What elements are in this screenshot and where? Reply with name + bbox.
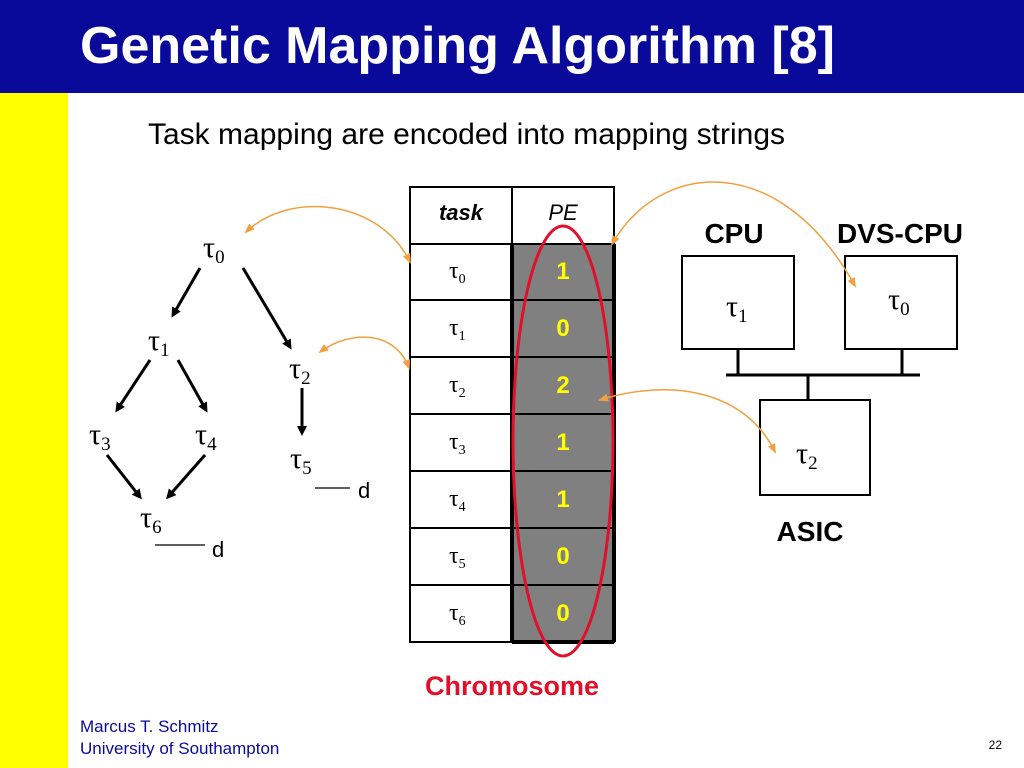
node-t6: τ6 [140, 501, 162, 538]
title-bar [0, 0, 1024, 93]
edge-t3-t6 [105, 454, 142, 500]
footer: Marcus T. Schmitz University of Southamp… [80, 716, 279, 760]
footer-affiliation: University of Southampton [80, 739, 280, 758]
dvs-cpu-label: DVS-CPU [837, 218, 963, 249]
cpu-label: CPU [704, 218, 763, 249]
pe-cell: 0 [556, 543, 569, 570]
pe-cell: 0 [556, 600, 569, 627]
pe-cell: 1 [556, 486, 569, 513]
pe-cell: 1 [556, 258, 569, 285]
asic-label: ASIC [777, 516, 844, 547]
node-t5: τ5 [290, 442, 312, 479]
pe-cell: 2 [556, 372, 569, 399]
task-cell: τ6 [449, 600, 466, 629]
dvs-cpu-box [844, 255, 958, 350]
task-cell: τ3 [449, 429, 466, 458]
node-t3: τ3 [89, 418, 111, 455]
task-graph-nodes: τ0 τ1 τ2 τ3 τ4 τ5 τ6 [89, 231, 312, 538]
task-graph-edges [105, 267, 307, 500]
edge-t0-t2 [241, 267, 292, 350]
task-cell: τ4 [449, 486, 466, 515]
deadline-label-t6: d [212, 537, 224, 562]
dvs-cpu-task: τ0 [888, 283, 910, 320]
node-t2: τ2 [289, 352, 311, 389]
edge-t0-t1 [171, 267, 202, 318]
mapping-arrows [244, 181, 856, 454]
page-number: 22 [988, 738, 1002, 752]
pe-cell: 1 [556, 429, 569, 456]
edge-t4-t6 [166, 454, 207, 500]
slide-title: Genetic Mapping Algorithm [8] [80, 17, 835, 75]
side-accent-bar [0, 93, 68, 768]
deadline-label-t5: d [358, 478, 370, 503]
node-t1: τ1 [148, 324, 170, 361]
pe-cell: 0 [556, 315, 569, 342]
cpu-task: τ1 [726, 290, 748, 327]
node-t4: τ4 [195, 418, 217, 455]
asic-task: τ2 [796, 437, 818, 474]
task-cell: τ2 [449, 372, 466, 401]
pe-column-fill [512, 244, 614, 642]
arrow-pe2-to-asic [598, 389, 776, 454]
table-header-pe: PE [548, 200, 578, 225]
chromosome-label: Chromosome [425, 671, 599, 701]
table-header-task: task [439, 200, 485, 225]
edge-t1-t3 [115, 359, 152, 413]
task-cell: τ1 [449, 315, 466, 344]
arrow-pe1-to-dvs [611, 181, 856, 288]
edge-t1-t4 [176, 359, 208, 413]
footer-author: Marcus T. Schmitz [80, 717, 219, 736]
arrow-t0-graph-to-table [244, 205, 411, 264]
asic-box [759, 399, 871, 496]
node-t0: τ0 [203, 231, 225, 268]
task-cell: τ0 [449, 258, 466, 287]
task-cell: τ5 [449, 543, 466, 572]
slide-subtitle: Task mapping are encoded into mapping st… [148, 118, 786, 151]
architecture: CPU DVS-CPU ASIC τ1 τ0 τ2 [681, 218, 963, 547]
arrow-t2-graph-to-table [318, 336, 410, 370]
